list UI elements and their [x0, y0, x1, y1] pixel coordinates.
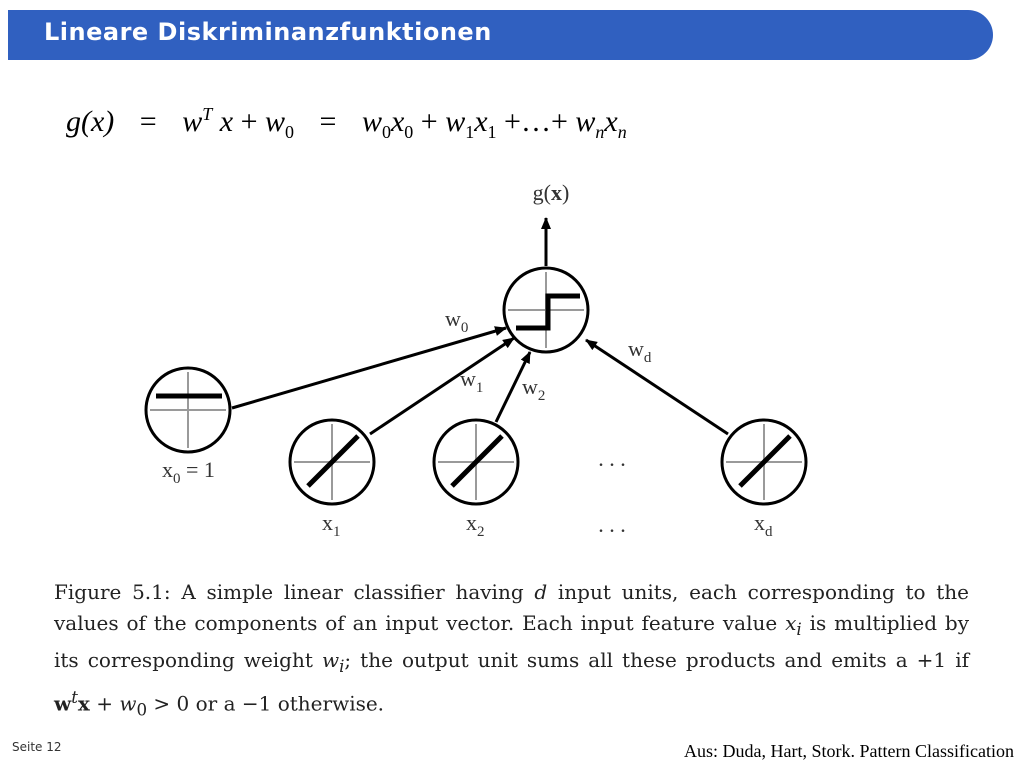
slide-title: Lineare Diskriminanzfunktionen [44, 18, 492, 46]
edge-x1 [369, 336, 515, 436]
weight-label-w0: w0 [445, 306, 468, 336]
input-label-x2: x2 [466, 510, 485, 540]
edge-x2 [494, 351, 532, 423]
ellipsis-labels: . . . [598, 512, 626, 537]
formula-equals-2: = [319, 105, 337, 138]
input-unit-xd [720, 418, 808, 506]
output-unit [502, 266, 590, 354]
input-label-xd: xd [754, 510, 773, 540]
formula-w0: w [265, 105, 286, 138]
input-label-x1: x1 [322, 510, 341, 540]
output-label: g(x) [533, 180, 570, 205]
page-number: Seite 12 [12, 740, 62, 754]
weight-label-wd: wd [628, 336, 652, 366]
figure-caption: Figure 5.1: A simple linear classifier h… [54, 580, 970, 720]
edge-xd [585, 338, 729, 436]
edge-x0 [231, 326, 507, 410]
weight-label-w2: w2 [522, 374, 545, 404]
formula-lhs: g(x) [66, 105, 115, 138]
source-citation: Aus: Duda, Hart, Stork. Pattern Classifi… [684, 741, 1014, 761]
ellipsis-units: . . . [598, 446, 626, 471]
input-unit-x2 [432, 418, 520, 506]
discriminant-formula: g(x) = wT x + w0 = w0x0 + w1x1 +…+ wnxn [66, 104, 627, 142]
formula-equals-1: = [139, 105, 157, 138]
weight-label-w1: w1 [460, 366, 483, 396]
formula-w: w [182, 105, 203, 138]
input-label-x0: x0 = 1 [162, 457, 215, 487]
formula-transpose: T [202, 104, 213, 124]
title-bar [8, 10, 993, 60]
formula-plus: + [240, 105, 258, 138]
input-unit-x1 [288, 418, 376, 506]
bias-unit-x0 [144, 366, 232, 454]
formula-x: x [219, 105, 234, 138]
